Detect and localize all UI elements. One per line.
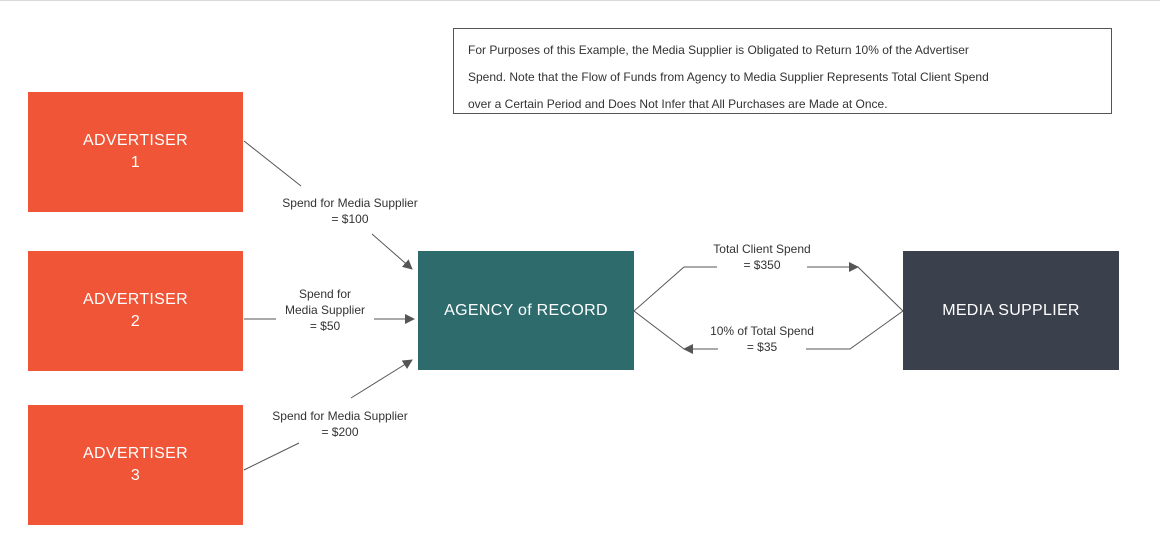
arrow-agency-to-supplier-right: [857, 266, 904, 312]
advertiser-2-box: ADVERTISER 2: [28, 251, 243, 371]
advertiser-1-number: 1: [130, 154, 141, 171]
note-line-1: For Purposes of this Example, the Media …: [468, 43, 969, 57]
edge-label-rebate-line-2: = $35: [746, 340, 778, 354]
edge-label-total-spend: Total Client Spend = $350: [702, 241, 822, 273]
arrow-advertiser-3-to-agency-head: [350, 359, 413, 399]
advertiser-3-number: 3: [130, 467, 141, 484]
arrow-agency-to-supplier: [633, 266, 717, 312]
agency-of-record-box: AGENCY of RECORD: [418, 251, 634, 370]
arrow-supplier-to-agency: [806, 310, 904, 350]
edge-label-advertiser-2-line-2: Media Supplier: [284, 303, 366, 317]
edge-label-advertiser-3-line-1: Spend for Media Supplier: [272, 409, 408, 423]
advertiser-1-box: ADVERTISER 1: [28, 92, 243, 212]
supplier-name: MEDIA SUPPLIER: [942, 301, 1080, 319]
edge-label-advertiser-1-line-1: Spend for Media Supplier: [282, 196, 418, 210]
note-line-3: over a Certain Period and Does Not Infer…: [468, 97, 888, 111]
arrow-supplier-to-agency-left: [633, 310, 685, 350]
note-line-2: Spend. Note that the Flow of Funds from …: [468, 70, 989, 84]
edge-label-advertiser-3: Spend for Media Supplier = $200: [252, 408, 428, 440]
edge-label-advertiser-3-line-2: = $200: [321, 425, 359, 439]
example-note: For Purposes of this Example, the Media …: [453, 28, 1112, 114]
top-divider: [0, 0, 1160, 1]
advertiser-3-box: ADVERTISER 3: [28, 405, 243, 525]
edge-label-advertiser-2-line-1: Spend for: [298, 287, 352, 301]
arrow-advertiser-1-to-agency-head: [371, 233, 413, 270]
edge-label-advertiser-2: Spend for Media Supplier = $50: [272, 286, 378, 334]
edge-label-total-spend-line-2: = $350: [743, 258, 781, 272]
advertiser-1-name: ADVERTISER: [83, 132, 188, 149]
edge-label-advertiser-1-line-2: = $100: [331, 212, 369, 226]
edge-label-rebate: 10% of Total Spend = $35: [702, 323, 822, 355]
advertiser-3-name: ADVERTISER: [83, 445, 188, 462]
advertiser-2-number: 2: [130, 313, 141, 330]
arrow-advertiser-1-to-agency: [243, 140, 302, 187]
media-supplier-box: MEDIA SUPPLIER: [903, 251, 1119, 370]
edge-label-total-spend-line-1: Total Client Spend: [713, 242, 811, 256]
agency-name: AGENCY of RECORD: [444, 301, 608, 319]
edge-label-rebate-line-1: 10% of Total Spend: [710, 324, 814, 338]
arrow-advertiser-3-to-agency: [243, 442, 300, 471]
edge-label-advertiser-2-line-3: = $50: [309, 319, 341, 333]
edge-label-advertiser-1: Spend for Media Supplier = $100: [262, 195, 438, 227]
advertiser-2-name: ADVERTISER: [83, 291, 188, 308]
